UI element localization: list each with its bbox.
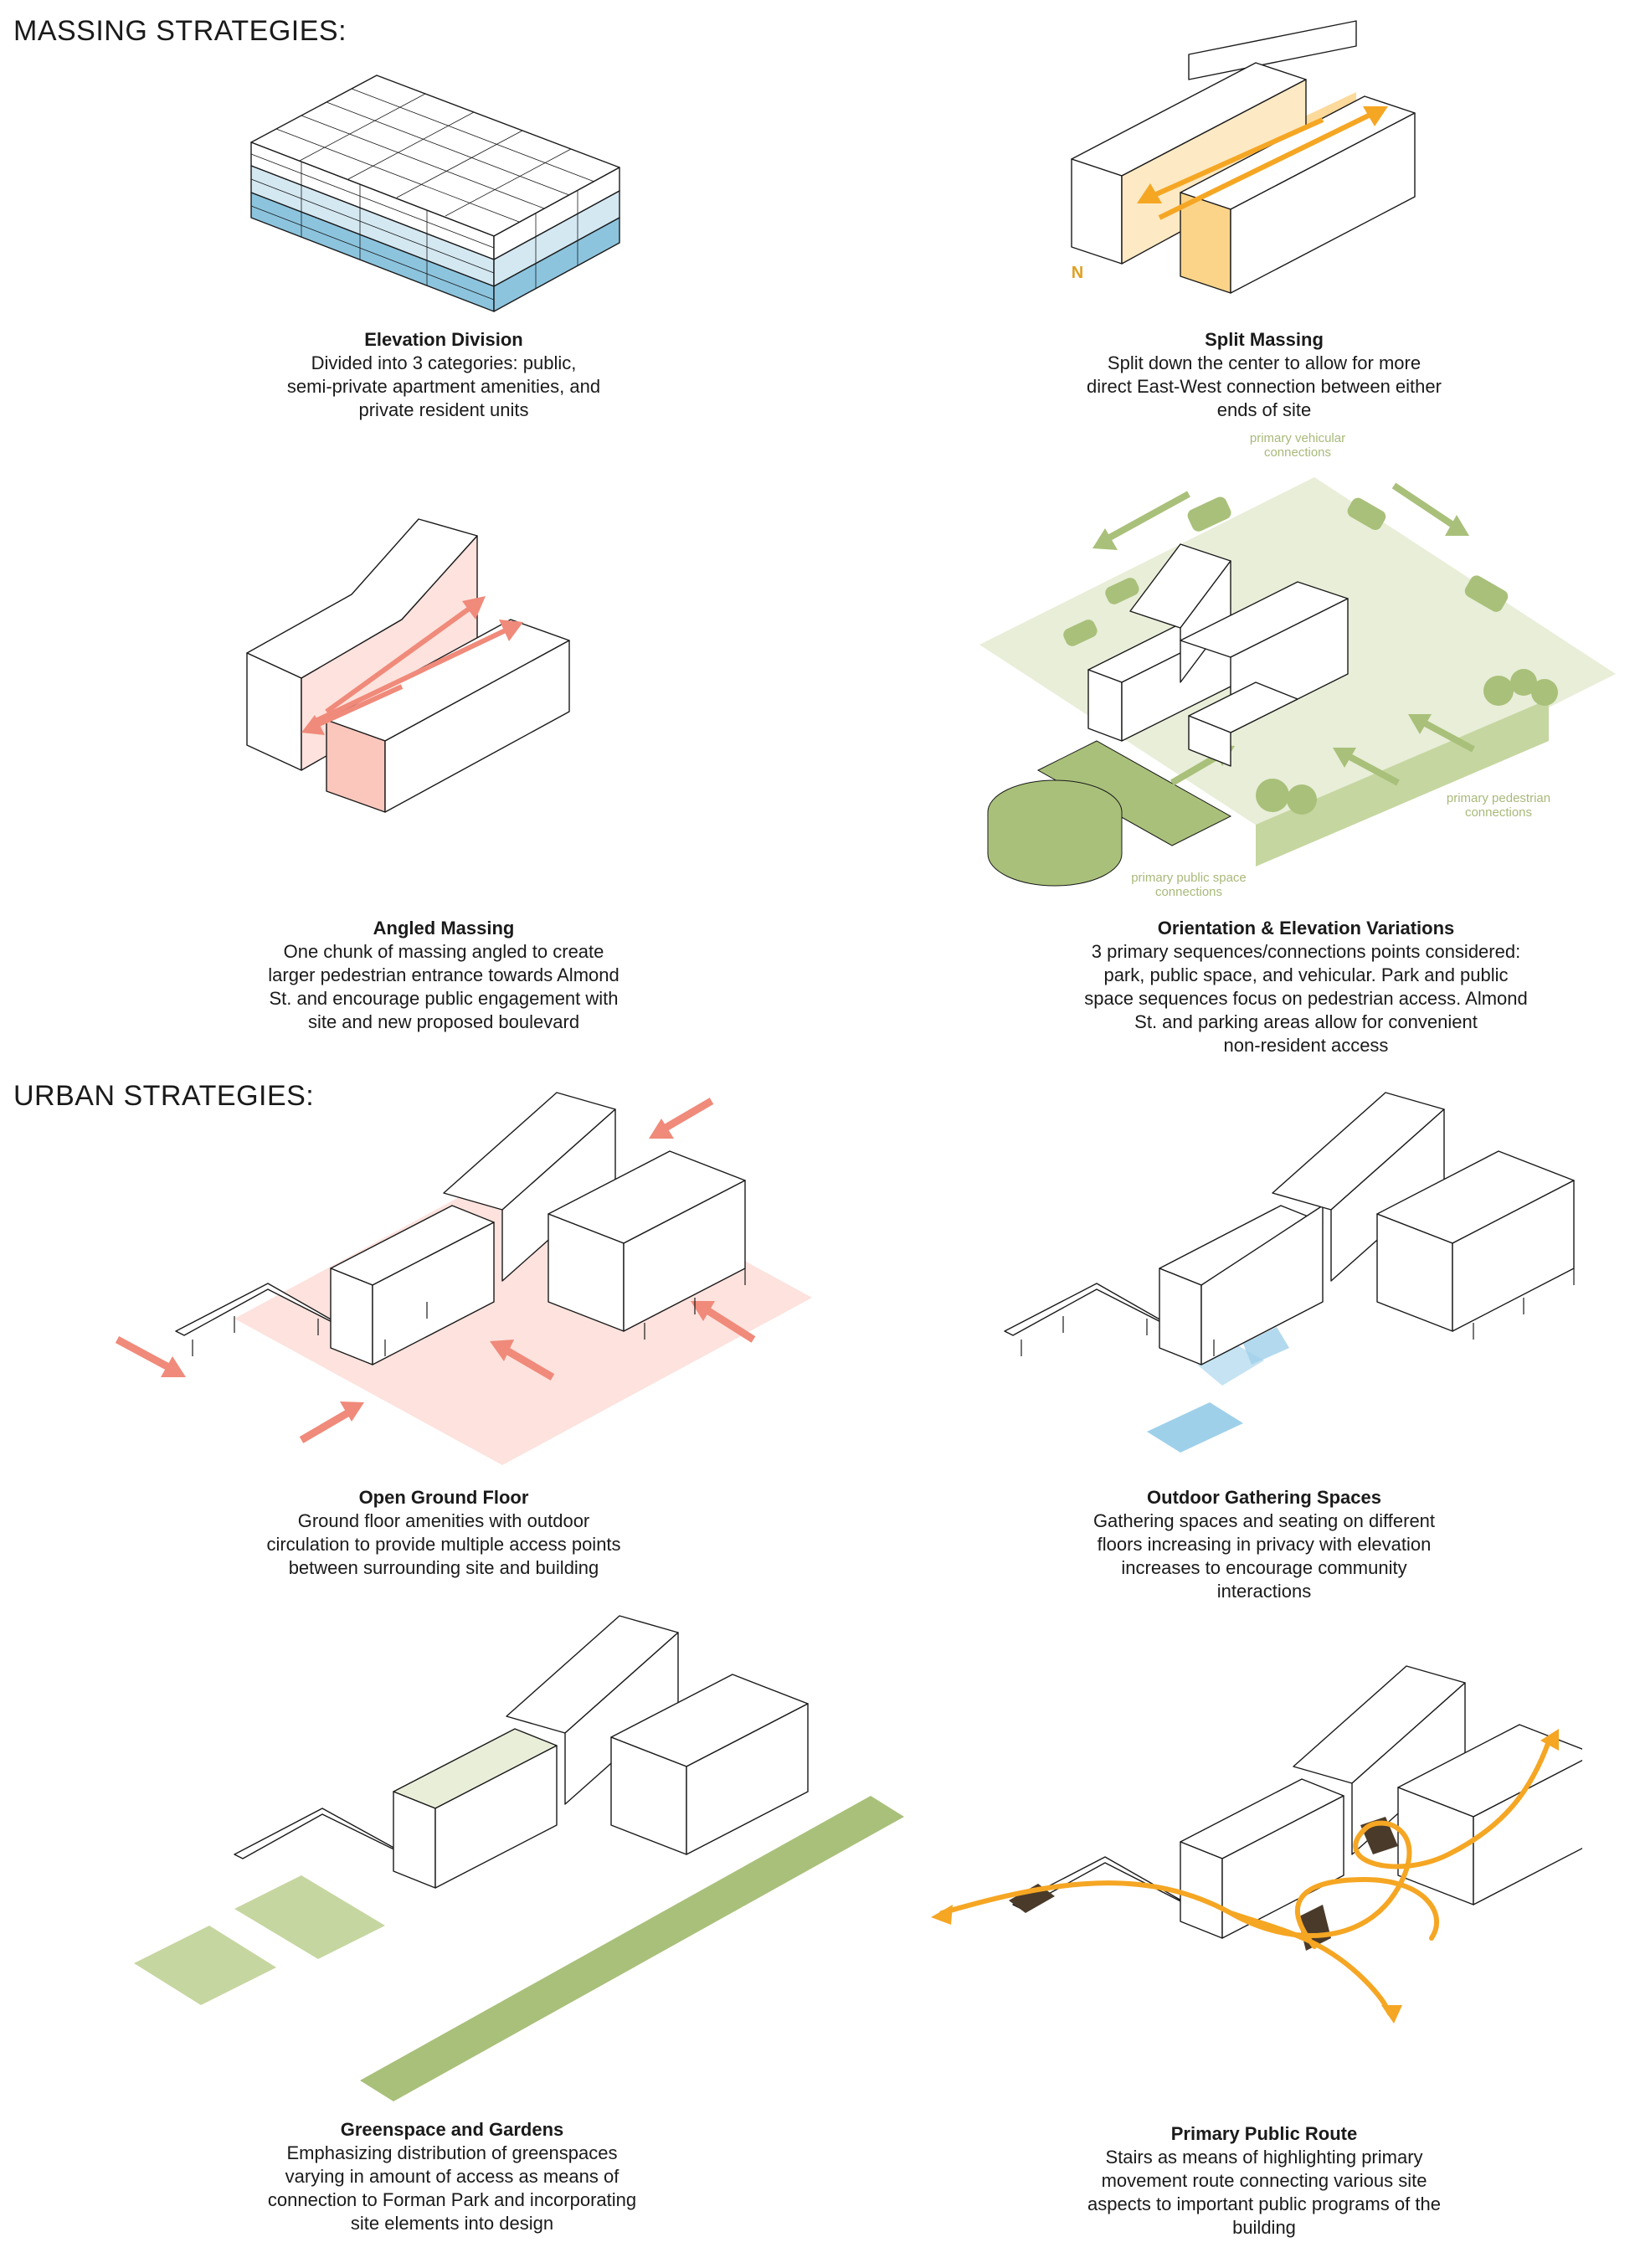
split-massing-caption: Split Massing Split down the center to a… (1038, 328, 1490, 422)
greenspace-body: Emphasizing distribution of greenspaces … (218, 2142, 686, 2235)
public-route-title: Primary Public Route (1030, 2122, 1499, 2146)
open-ground-floor-title: Open Ground Floor (218, 1486, 670, 1509)
open-ground-floor-body: Ground floor amenities with outdoor circ… (218, 1509, 670, 1580)
elevation-division-caption: Elevation Division Divided into 3 catego… (234, 328, 653, 422)
greenspace-title: Greenspace and Gardens (218, 2118, 686, 2142)
angled-massing-diagram (234, 502, 636, 820)
vehicular-connections-label: primary vehicular connections (1214, 431, 1381, 460)
public-route-caption: Primary Public Route Stairs as means of … (1030, 2122, 1499, 2240)
open-ground-floor-diagram (109, 1088, 829, 1473)
north-arrow-label: N (1065, 266, 1090, 280)
split-massing-diagram (1055, 13, 1457, 314)
angled-massing-title: Angled Massing (218, 917, 670, 940)
outdoor-gathering-caption: Outdoor Gathering Spaces Gathering space… (1030, 1486, 1499, 1603)
angled-massing-body: One chunk of massing angled to create la… (218, 940, 670, 1034)
elevation-division-title: Elevation Division (234, 328, 653, 352)
orientation-diagram (979, 465, 1616, 900)
split-massing-title: Split Massing (1038, 328, 1490, 352)
elevation-division-body: Divided into 3 categories: public, semi-… (234, 352, 653, 422)
open-ground-floor-caption: Open Ground Floor Ground floor amenities… (218, 1486, 670, 1580)
outdoor-gathering-body: Gathering spaces and seating on differen… (1030, 1509, 1499, 1603)
orientation-title: Orientation & Elevation Variations (1038, 917, 1574, 940)
public-space-connections-label: primary public space connections (1105, 871, 1272, 899)
split-massing-body: Split down the center to allow for more … (1038, 352, 1490, 422)
outdoor-gathering-title: Outdoor Gathering Spaces (1030, 1486, 1499, 1509)
greenspace-diagram (126, 1595, 913, 2131)
pedestrian-connections-label: primary pedestrian connections (1415, 791, 1582, 820)
outdoor-gathering-diagram (996, 1088, 1582, 1473)
public-route-body: Stairs as means of highlighting primary … (1030, 2146, 1499, 2240)
elevation-division-diagram (234, 42, 653, 327)
orientation-body: 3 primary sequences/connections points c… (1038, 940, 1574, 1057)
orientation-caption: Orientation & Elevation Variations 3 pri… (1038, 917, 1574, 1057)
angled-massing-caption: Angled Massing One chunk of massing angl… (218, 917, 670, 1034)
public-route-diagram (929, 1662, 1582, 2047)
greenspace-caption: Greenspace and Gardens Emphasizing distr… (218, 2118, 686, 2235)
